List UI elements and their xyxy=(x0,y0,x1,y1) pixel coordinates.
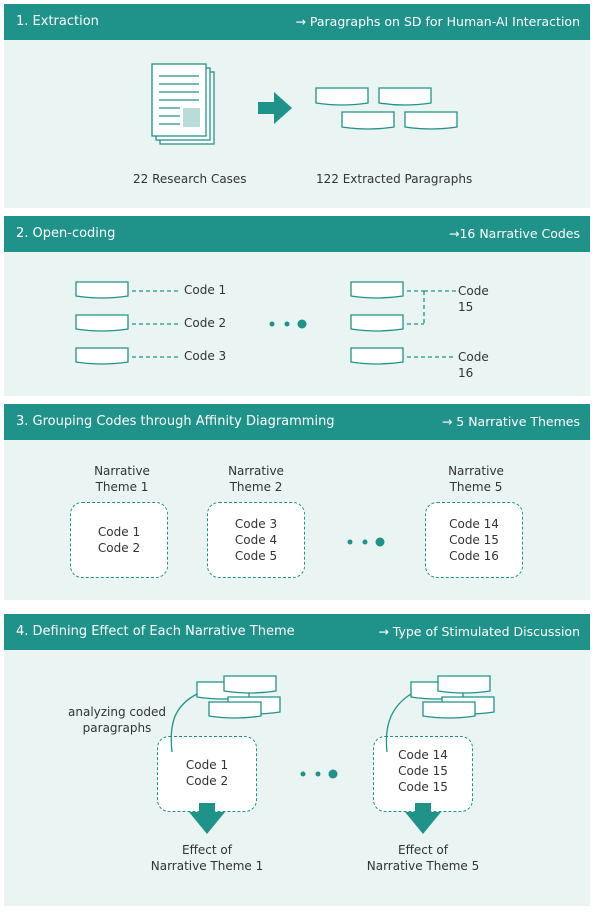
section-header: 1. Extraction → Paragraphs on SD for Hum… xyxy=(4,4,590,40)
arrow-icon xyxy=(258,92,292,124)
research-cases-caption: 22 Research Cases xyxy=(133,172,247,186)
section-defining-effect: 4. Defining Effect of Each Narrative The… xyxy=(4,614,590,906)
ellipsis-icon xyxy=(269,319,307,329)
code-label: Code 3 xyxy=(184,349,227,363)
section-result: → Type of Stimulated Discussion xyxy=(378,624,580,639)
down-arrow-icon xyxy=(405,803,441,834)
code-label: Code 1 xyxy=(184,283,227,297)
paragraph-slip xyxy=(350,314,404,332)
section-result: → Paragraphs on SD for Human-AI Interact… xyxy=(295,14,580,29)
paragraph-slip xyxy=(350,281,404,299)
ellipsis-icon xyxy=(347,537,385,547)
paragraph-slip xyxy=(75,347,129,365)
paragraph-slip xyxy=(75,314,129,332)
section-extraction: 1. Extraction → Paragraphs on SD for Hum… xyxy=(4,4,590,208)
extraction-graphic xyxy=(151,63,458,145)
paragraph-slips-icon xyxy=(410,675,495,719)
section-header: 2. Open-coding →16 Narrative Codes xyxy=(4,216,590,252)
section-open-coding: 2. Open-coding →16 Narrative Codes C xyxy=(4,216,590,396)
section-title: 2. Open-coding xyxy=(16,226,116,241)
section-title: 3. Grouping Codes through Affinity Diagr… xyxy=(16,414,335,429)
paragraph-slip xyxy=(75,281,129,299)
section-header: 3. Grouping Codes through Affinity Diagr… xyxy=(4,404,590,440)
paragraph-slips-icon xyxy=(315,87,458,130)
section-result: →16 Narrative Codes xyxy=(448,226,580,241)
section-affinity-diagramming: 3. Grouping Codes through Affinity Diagr… xyxy=(4,404,590,600)
section-result: → 5 Narrative Themes xyxy=(441,414,580,429)
code-label: Code 2 xyxy=(184,316,227,330)
paragraph-slip xyxy=(350,347,404,365)
extracted-paragraphs-caption: 122 Extracted Paragraphs xyxy=(316,172,473,186)
section-title: 1. Extraction xyxy=(16,14,99,29)
documents-icon xyxy=(151,63,215,145)
down-arrow-icon xyxy=(189,803,225,834)
ellipsis-icon xyxy=(300,769,338,779)
paragraph-slips-icon xyxy=(196,675,281,719)
section-header: 4. Defining Effect of Each Narrative The… xyxy=(4,614,590,650)
section-title: 4. Defining Effect of Each Narrative The… xyxy=(16,624,295,639)
open-coding-graphic xyxy=(75,281,456,365)
effect-graphic xyxy=(170,675,495,834)
